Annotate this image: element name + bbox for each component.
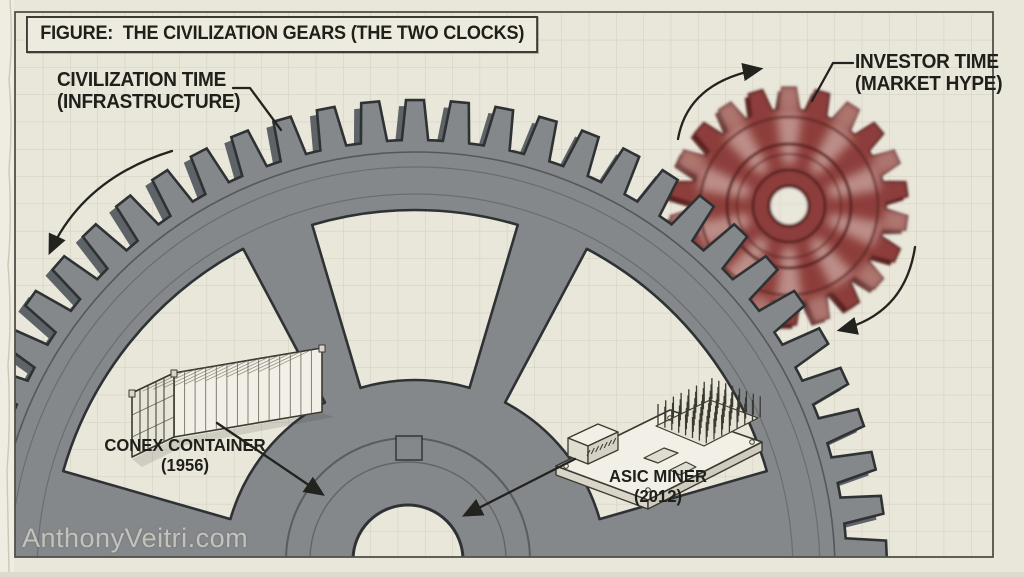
watermark-text: AnthonyVeitri.com: [22, 523, 249, 553]
asic-miner-label: ASIC MINER (2012): [577, 466, 739, 506]
figure-title: FIGURE: THE CIVILIZATION GEARS (THE TWO …: [26, 16, 539, 53]
big-gear-center-hole: [351, 503, 465, 557]
conex-container-line2: (1956): [160, 455, 210, 475]
small-gear-rotation-arrow-bottom: [836, 245, 917, 335]
big-gear-rotation-arrow: [48, 149, 174, 256]
small-gear-center-hole: [767, 184, 811, 228]
torn-paper-edge: [6, 0, 12, 573]
asic-miner-line2: (2012): [633, 486, 683, 506]
small-gear-rotation-arrow-top: [676, 63, 764, 141]
gear-window-center: [310, 208, 520, 390]
asic-miner-line1: ASIC MINER: [609, 466, 707, 486]
annotation-arrows: [48, 61, 917, 517]
asic-miner-illustration: [555, 378, 763, 510]
investor-time-label: INVESTOR TIME (MARKET HYPE): [855, 51, 1003, 95]
investor-leader-line: [810, 61, 855, 103]
asic-arrow: [461, 457, 577, 517]
conex-arrow: [215, 421, 325, 496]
civilization-time-line1: CIVILIZATION TIME: [57, 69, 226, 91]
civilization-time-label: CIVILIZATION TIME (INFRASTRUCTURE): [57, 69, 241, 113]
civilization-time-line2: (INFRASTRUCTURE): [57, 91, 241, 113]
investor-time-line2: (MARKET HYPE): [855, 73, 1003, 95]
conex-container-label: CONEX CONTAINER (1956): [90, 435, 280, 475]
civilization-leader-line: [231, 86, 283, 132]
conex-container-illustration: [128, 344, 334, 467]
frame-border: [14, 11, 994, 558]
conex-container-line1: CONEX CONTAINER: [104, 435, 266, 455]
investor-time-line1: INVESTOR TIME: [855, 51, 999, 73]
